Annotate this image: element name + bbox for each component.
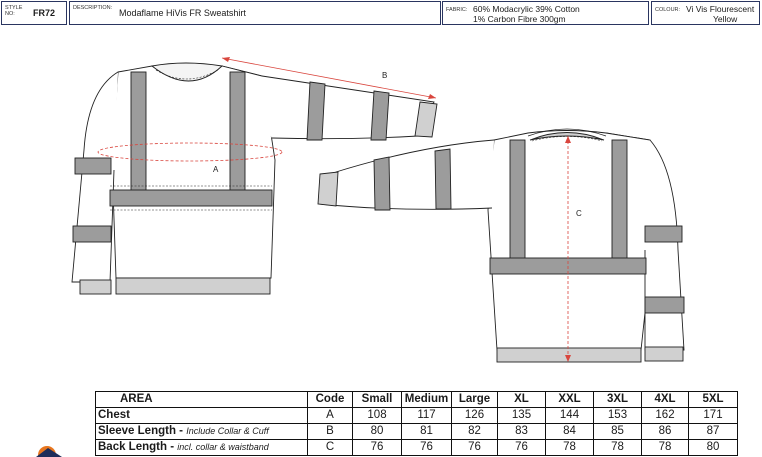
measure-code: C: [307, 439, 353, 456]
back-brace-tape-left: [509, 139, 526, 261]
measure-value: 76: [401, 439, 452, 456]
area-name: Sleeve Length - Include Collar & Cuff: [95, 423, 308, 440]
front-sleeve-tape-2: [72, 225, 112, 243]
front-arm-tape-1: [306, 81, 326, 141]
measure-value: 86: [641, 423, 689, 440]
style-box: STYLE NO: FR72: [1, 1, 67, 25]
measure-value: 162: [641, 407, 689, 424]
measure-value: 117: [401, 407, 452, 424]
size-header: XL: [497, 391, 546, 408]
front-brace-tape-right: [229, 71, 246, 193]
colour-line-1: Vi Vis Flourescent: [686, 4, 755, 14]
measure-value: 76: [352, 439, 402, 456]
measure-code: A: [307, 407, 353, 424]
back-right-cuff: [644, 346, 684, 362]
back-left-sleeve: [319, 139, 495, 210]
table-row: Chest A 108 117 126 135 144 153 162 171: [95, 407, 738, 424]
code-header: Code: [307, 391, 353, 408]
size-header: 3XL: [593, 391, 642, 408]
table-header-row: AREA Code Small Medium Large XL XXL 3XL …: [95, 391, 738, 408]
fabric-line-1: 60% Modacrylic 39% Cotton: [473, 4, 580, 14]
measure-value: 144: [545, 407, 594, 424]
front-view: [71, 62, 438, 295]
front-waistband: [115, 277, 271, 295]
size-header: XXL: [545, 391, 594, 408]
front-arm-tape-2: [370, 90, 390, 141]
back-brace-tape-right: [611, 139, 628, 261]
marker-b: B: [382, 71, 387, 80]
measure-value: 84: [545, 423, 594, 440]
back-arm-tape-2: [434, 148, 452, 210]
marker-c: C: [576, 209, 582, 218]
back-view: [317, 128, 685, 363]
size-header: Medium: [401, 391, 452, 408]
garment-technical-drawing: A B C: [71, 57, 685, 363]
size-header: Small: [352, 391, 402, 408]
area-name: Back Length - incl. collar & waistband: [95, 439, 308, 456]
colour-label: COLOUR:: [655, 7, 681, 13]
back-left-cuff: [317, 171, 339, 207]
table-row: Sleeve Length - Include Collar & Cuff B …: [95, 423, 738, 440]
front-sleeve-tape-1: [74, 157, 112, 175]
size-header: 4XL: [641, 391, 689, 408]
front-right-cuff: [414, 101, 438, 138]
fabric-label: FABRIC:: [446, 7, 468, 13]
description-label: DESCRIPTION:: [73, 5, 113, 11]
front-left-cuff: [79, 279, 112, 295]
colour-box: COLOUR: Vi Vis Flourescent Yellow: [651, 1, 760, 25]
measure-value: 85: [593, 423, 642, 440]
sleeve-measure-line: [221, 57, 437, 99]
measure-value: 87: [688, 423, 738, 440]
measure-value: 153: [593, 407, 642, 424]
measure-value: 76: [451, 439, 498, 456]
table-row: Back Length - incl. collar & waistband C…: [95, 439, 738, 456]
area-name: Chest: [95, 407, 308, 424]
measure-value: 81: [401, 423, 452, 440]
style-label: STYLE NO:: [5, 5, 23, 17]
description-box: DESCRIPTION: Modaflame HiVis FR Sweatshi…: [69, 1, 441, 25]
front-waist-tape: [109, 189, 273, 207]
measure-code: B: [307, 423, 353, 440]
measure-value: 80: [352, 423, 402, 440]
back-sleeve-tape-1: [644, 225, 683, 243]
size-spec-table: AREA Code Small Medium Large XL XXL 3XL …: [95, 391, 738, 456]
portwest-logo-icon: [36, 446, 62, 457]
measure-value: 108: [352, 407, 402, 424]
description-value: Modaflame HiVis FR Sweatshirt: [119, 8, 246, 18]
area-header: AREA: [95, 391, 308, 408]
front-brace-tape-left: [130, 71, 147, 193]
colour-line-2: Yellow: [713, 14, 738, 24]
measure-value: 80: [688, 439, 738, 456]
front-left-sleeve: [71, 71, 119, 283]
measure-value: 135: [497, 407, 546, 424]
back-arm-tape-1: [373, 156, 391, 211]
marker-a: A: [213, 165, 219, 174]
size-header: 5XL: [688, 391, 738, 408]
size-header: Large: [451, 391, 498, 408]
measure-value: 171: [688, 407, 738, 424]
fabric-box: FABRIC: 60% Modacrylic 39% Cotton 1% Car…: [442, 1, 649, 25]
measure-value: 82: [451, 423, 498, 440]
measure-value: 76: [497, 439, 546, 456]
chest-measure-line: [97, 142, 283, 162]
style-number: FR72: [33, 8, 56, 18]
measure-value: 126: [451, 407, 498, 424]
measure-value: 78: [545, 439, 594, 456]
fabric-line-2: 1% Carbon Fibre 300gm: [473, 14, 566, 24]
measure-value: 78: [641, 439, 689, 456]
back-sleeve-tape-2: [644, 296, 685, 314]
measure-value: 78: [593, 439, 642, 456]
measure-value: 83: [497, 423, 546, 440]
back-collar: [529, 132, 605, 141]
